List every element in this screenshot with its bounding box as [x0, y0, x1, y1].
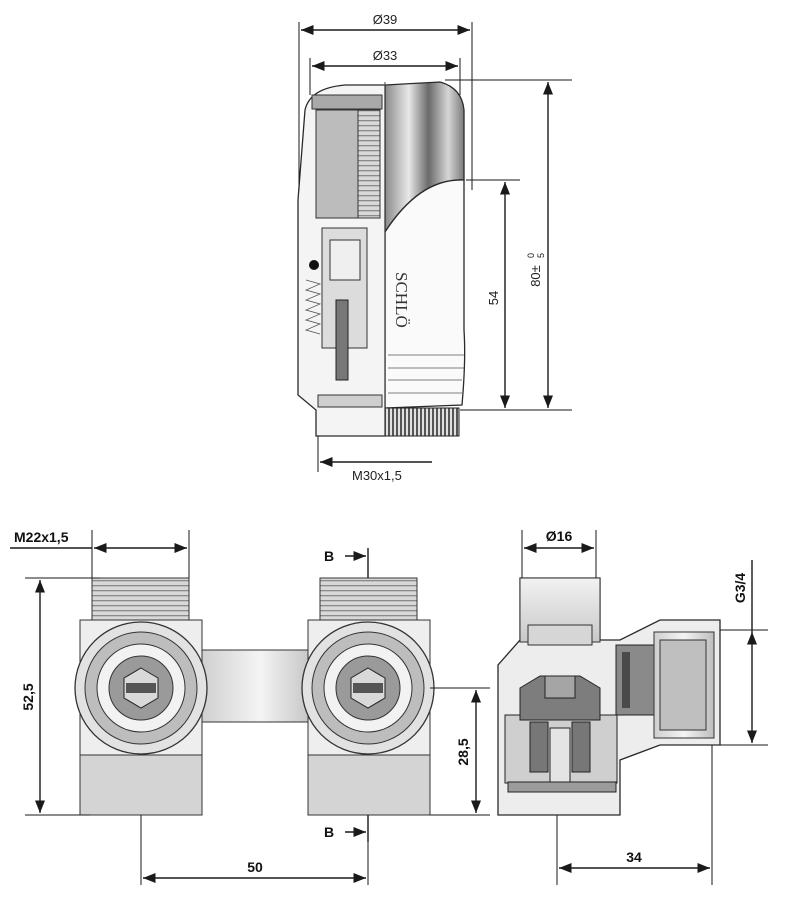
dim-section-depth: 34 — [626, 849, 642, 865]
head-body — [384, 179, 466, 409]
dim-thread-head: M30x1,5 — [352, 468, 402, 483]
dim-inner-diameter: Ø33 — [373, 48, 398, 63]
dim-total-height: 80± — [528, 265, 543, 287]
dim-port-height: 28,5 — [455, 738, 471, 765]
valve-section-view: Ø16 G3/4 34 — [497, 528, 768, 885]
section-mark-bottom: B — [324, 824, 334, 840]
bellows-housing — [315, 109, 362, 219]
dim-section-diameter: Ø16 — [546, 528, 573, 544]
valve-front-view: M22x1,5 52,5 28,5 50 B B — [10, 529, 490, 885]
section-mark-top: B — [324, 548, 334, 564]
head-rings — [388, 354, 464, 394]
dim-section-thread: G3/4 — [732, 573, 748, 604]
brand-text: SCHLÖ — [392, 272, 411, 328]
thermostat-head: SCHLÖ Ø39 Ø33 80± 0 5 — [297, 12, 572, 483]
detent-ball — [309, 260, 319, 270]
dim-thread-valve: M22x1,5 — [14, 529, 69, 545]
bellows — [357, 109, 381, 219]
dim-valve-height: 52,5 — [20, 683, 36, 710]
spindle — [335, 299, 349, 381]
dim-body-height: 54 — [486, 291, 501, 305]
knurled-nut — [384, 407, 460, 437]
dim-outer-diameter: Ø39 — [373, 12, 398, 27]
dim-total-height-tol-lower: 5 — [536, 253, 546, 258]
dim-spacing: 50 — [247, 859, 263, 875]
dim-total-height-tol-upper: 0 — [526, 253, 536, 258]
